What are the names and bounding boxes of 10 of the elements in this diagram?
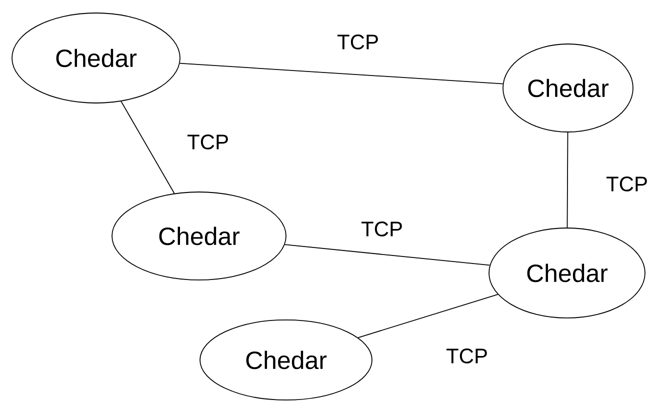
edge-label: TCP [336,34,380,50]
edge-label: TCP [445,348,489,364]
edge-label: TCP [360,220,404,238]
connector-line [566,132,568,228]
connector-line [284,244,490,266]
connector-line [179,62,504,84]
connector-line [358,294,498,338]
edge-label: TCP [605,176,649,192]
connector-line [120,100,175,194]
edge-label: TCP [186,134,230,150]
